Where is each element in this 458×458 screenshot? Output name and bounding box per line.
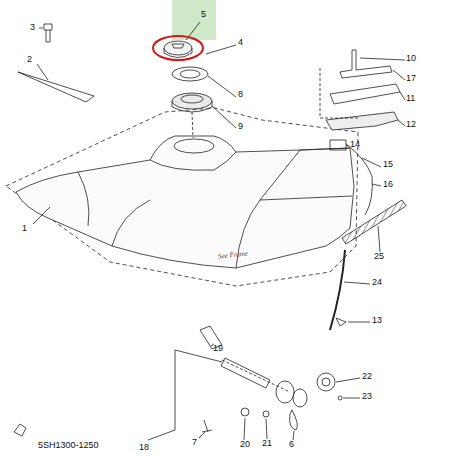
callout-number: 12	[406, 120, 416, 129]
cap-base	[172, 93, 212, 109]
callout-number: 16	[383, 180, 393, 189]
logo-mark	[14, 424, 26, 436]
callout-number: 9	[238, 122, 243, 131]
leader-line	[360, 58, 405, 60]
cap-base	[172, 101, 212, 112]
highlight-circle	[153, 36, 203, 60]
leader-line	[199, 432, 205, 438]
fuel-cap-detail	[164, 44, 192, 58]
screw	[263, 411, 269, 417]
callout-number: 13	[372, 316, 382, 325]
leader-line	[37, 64, 48, 80]
cock-lever	[317, 373, 335, 391]
callout-number: 11	[406, 94, 415, 103]
leader-line	[398, 120, 405, 126]
callout-number: 2	[27, 55, 32, 64]
cock-gasket	[293, 389, 307, 407]
leader-line	[212, 106, 236, 128]
tank-contour	[78, 150, 300, 268]
cock-lever	[322, 378, 330, 386]
assembly-line	[192, 112, 193, 138]
leader-line	[372, 184, 381, 186]
cock-plate	[290, 410, 298, 430]
leader-line	[336, 378, 360, 382]
group-outline	[6, 108, 358, 286]
seat-bracket	[330, 84, 400, 104]
leader-line	[346, 145, 349, 146]
protector-strip	[342, 200, 406, 244]
fuel-tank	[16, 136, 354, 268]
highlight-band	[172, 0, 216, 40]
callout-number: 23	[362, 392, 372, 401]
tank-edge	[150, 152, 236, 170]
leader-line	[293, 431, 294, 440]
leader-line	[208, 76, 236, 97]
callout-number: 6	[289, 440, 294, 449]
tank-contour	[260, 148, 352, 200]
sender-unit	[330, 140, 346, 150]
leader-line	[148, 350, 175, 440]
leader-line	[343, 398, 360, 399]
callout-number: 3	[30, 23, 35, 32]
leader-line	[348, 322, 370, 323]
cap-ring	[180, 70, 200, 78]
bracket-bolt	[340, 50, 392, 78]
drawing-code: 5SH1300-1250	[38, 441, 99, 450]
callout-number: 21	[262, 439, 272, 448]
cock-body	[276, 381, 294, 403]
washer	[241, 408, 249, 416]
filler-neck	[174, 139, 214, 153]
leader-line	[344, 282, 370, 284]
assembly-line	[320, 68, 360, 118]
leader-line	[266, 419, 267, 439]
callout-number: 7	[192, 438, 197, 447]
callout-number: 14	[350, 140, 360, 149]
leader-line	[206, 45, 236, 54]
cap-ring	[172, 67, 208, 81]
callout-number: 10	[406, 54, 416, 63]
callout-number: 22	[362, 372, 372, 381]
screw	[338, 396, 342, 400]
callout-number: 15	[383, 160, 393, 169]
callout-number: 1	[22, 224, 27, 233]
callout-number: 17	[406, 74, 416, 83]
fuel-hose	[330, 250, 345, 330]
leader-line	[378, 226, 380, 252]
tank-pad	[18, 72, 94, 102]
cock-pipe	[221, 358, 270, 388]
callout-number: 20	[240, 440, 250, 449]
callout-number: 18	[139, 443, 149, 452]
callout-number: 24	[372, 278, 382, 287]
callout-number: 19	[213, 344, 223, 353]
breather-hose	[346, 144, 372, 215]
leader-line	[362, 158, 381, 167]
leader-line	[39, 28, 43, 29]
leader-line	[244, 418, 245, 440]
leader-line	[33, 207, 50, 224]
callout-number: 4	[238, 38, 243, 47]
clip	[202, 420, 212, 432]
assembly-line	[222, 360, 290, 392]
callout-number: 5	[201, 10, 206, 19]
cap-base	[181, 95, 203, 103]
leader-line	[393, 70, 405, 80]
callout-number: 8	[238, 90, 243, 99]
hose-clip	[336, 318, 346, 326]
bracket-plate	[326, 112, 398, 130]
callout-number: 25	[374, 252, 384, 261]
bolt	[44, 24, 52, 42]
leader-line	[400, 92, 405, 100]
